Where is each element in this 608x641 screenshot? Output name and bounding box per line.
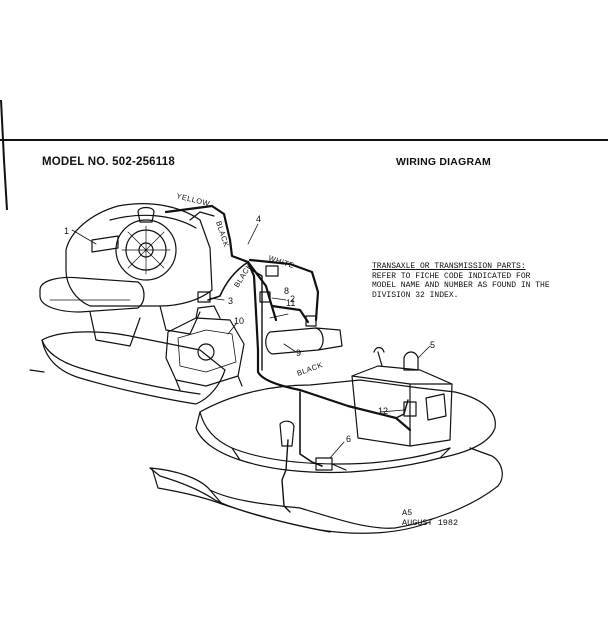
footer-stamp: A5 AUGUST 1982	[402, 508, 458, 528]
seat-console	[351, 346, 453, 447]
footer-code: A5	[402, 508, 413, 518]
transmission	[165, 305, 245, 391]
callout-12: 12	[378, 406, 388, 416]
callout-10: 10	[234, 316, 244, 326]
chassis-platform	[29, 331, 226, 405]
ignition-switch	[197, 291, 211, 303]
edge-mark	[0, 100, 8, 210]
solenoid	[265, 327, 343, 355]
model-number: MODEL NO. 502-256118	[42, 156, 175, 168]
wire-label-yellow: YELLOW	[176, 191, 212, 208]
wire-label-white: WHITE	[267, 253, 295, 270]
engine	[39, 203, 215, 347]
tractor-body	[195, 379, 496, 474]
callout-3: 3	[228, 296, 233, 306]
footer-date: AUGUST 1982	[402, 518, 459, 528]
transaxle-note: TRANSAXLE OR TRANSMISSION PARTS: REFER T…	[372, 262, 608, 300]
wire-label-black-bottom: BLACK	[296, 360, 325, 378]
wiring-harness	[164, 204, 412, 513]
callout-2: 2	[290, 294, 295, 304]
note-line: DIVISION 32 INDEX.	[372, 290, 459, 300]
wire-label-black-mid: BLACK	[232, 261, 254, 289]
note-line: MODEL NAME AND NUMBER AS FOUND IN THE	[372, 281, 550, 291]
callout-4: 4	[256, 214, 261, 224]
callout-5: 5	[430, 340, 435, 350]
mower-deck	[149, 447, 503, 534]
callout-1: 1	[64, 226, 69, 236]
top-rule	[0, 139, 608, 141]
connector-11	[305, 315, 317, 327]
seat-switch	[403, 401, 417, 417]
callout-6: 6	[346, 434, 351, 444]
callout-9: 9	[296, 348, 301, 358]
note-line: TRANSAXLE OR TRANSMISSION PARTS:	[372, 262, 526, 271]
callout-11: 11	[286, 298, 295, 308]
brake-switch	[315, 457, 347, 471]
note-line: REFER TO FICHE CODE INDICATED FOR	[372, 271, 531, 281]
pto-switch	[279, 420, 295, 447]
leader-lines	[71, 223, 431, 459]
callout-8: 8	[284, 286, 289, 296]
diagram-title: WIRING DIAGRAM	[396, 156, 491, 168]
connector-2	[259, 265, 279, 303]
